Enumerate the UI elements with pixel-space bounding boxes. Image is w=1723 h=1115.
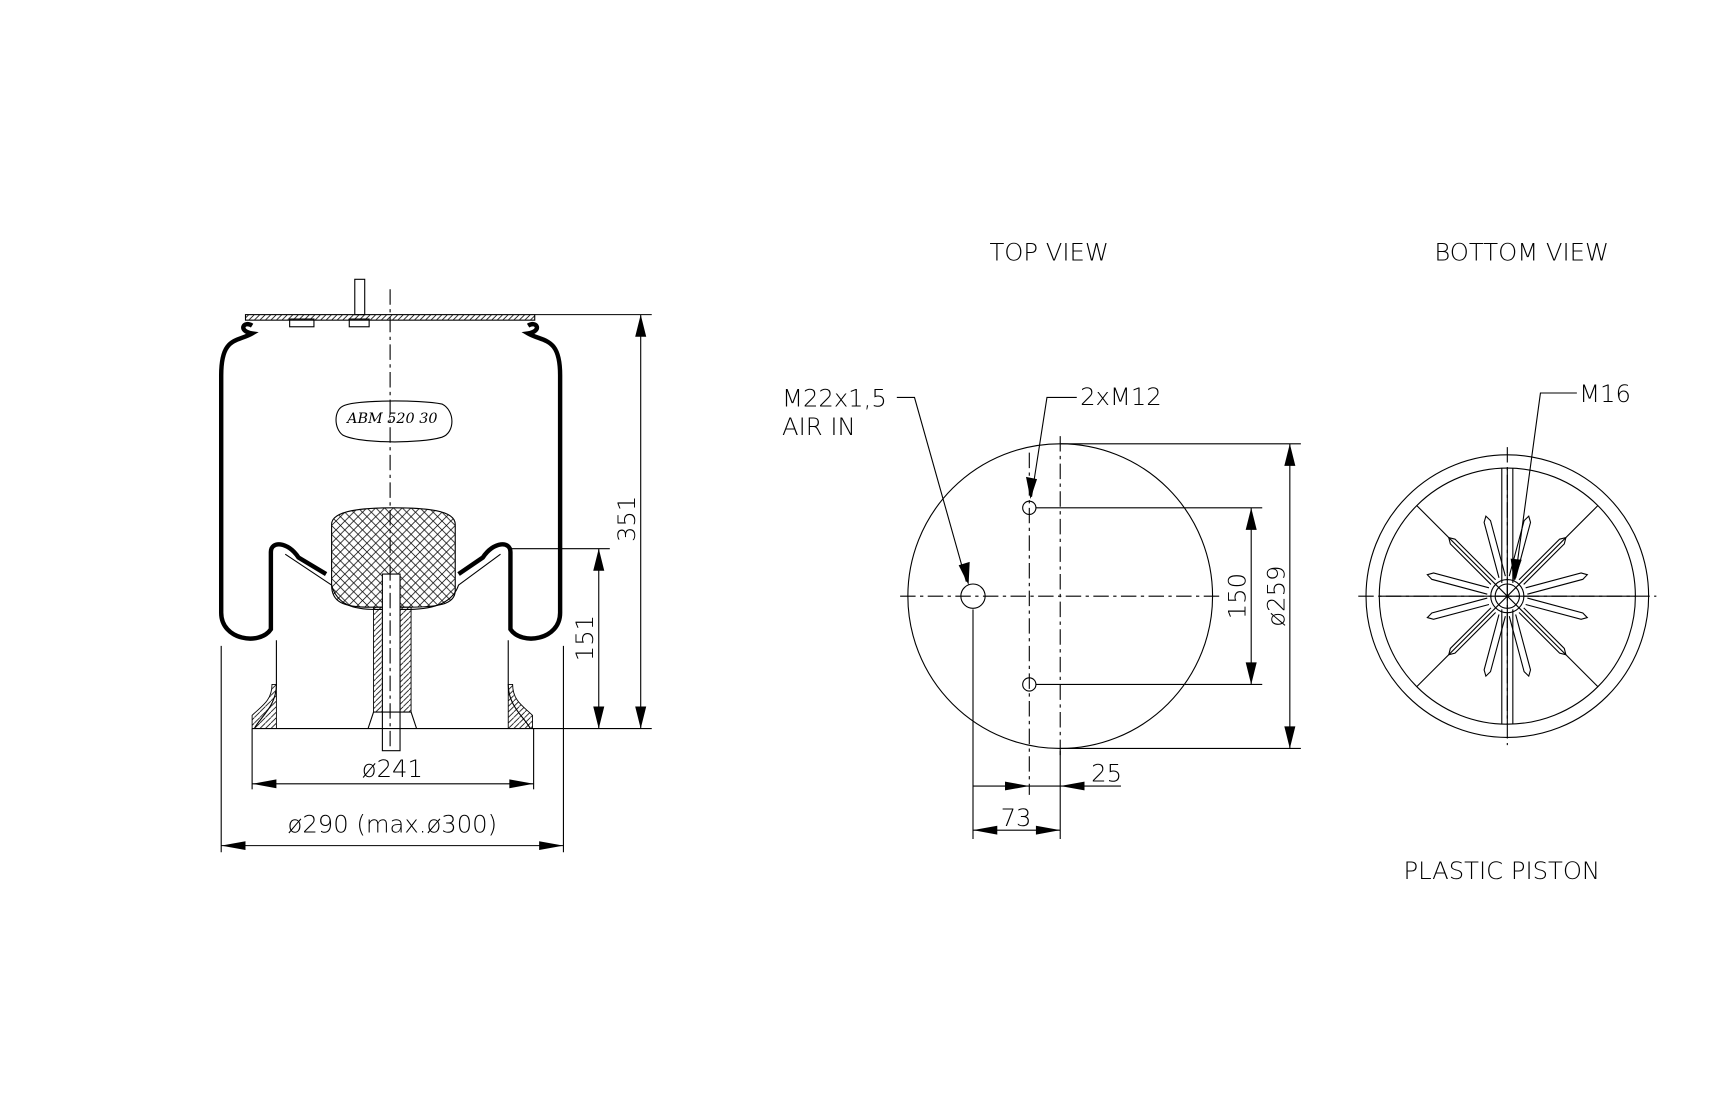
bellows bbox=[218, 322, 563, 641]
star-rib bbox=[1426, 572, 1490, 595]
dim-bolt-spacing: 150 bbox=[1223, 573, 1252, 619]
air-inlet-hole bbox=[960, 583, 986, 609]
star-rib bbox=[1525, 597, 1589, 620]
star-rib bbox=[1448, 536, 1496, 585]
side-view: ABM 520 30 351 151 ø241 ø290 (max.ø300) bbox=[218, 278, 652, 853]
star-rib bbox=[1483, 515, 1506, 578]
part-label-outline bbox=[335, 400, 453, 443]
dim-body-diameter: ø290 (max.ø300) bbox=[288, 809, 498, 838]
plate-bolt bbox=[289, 318, 315, 328]
air-inlet-thread: M22x1,5 bbox=[782, 383, 887, 412]
dim-piston-height: 151 bbox=[570, 615, 599, 661]
bottom-view-title: BOTTOM VIEW bbox=[1434, 238, 1609, 267]
piston-caption: PLASTIC PISTON bbox=[1403, 856, 1600, 885]
bottom-view: BOTTOM VIEW M16 PLASTIC PISTON bbox=[1358, 238, 1657, 885]
top-view-title: TOP VIEW bbox=[989, 238, 1108, 267]
part-label: ABM 520 30 bbox=[345, 411, 437, 427]
star-rib bbox=[1525, 572, 1589, 595]
star-rib bbox=[1518, 607, 1567, 656]
piston-flange-left bbox=[251, 684, 277, 730]
top-view: TOP VIEW M22x1,5 AIR IN 2xM12 150 ø259 2… bbox=[782, 238, 1301, 840]
bump-stop bbox=[331, 507, 456, 608]
dim-bolt-offset: 25 bbox=[1091, 759, 1122, 788]
air-inlet-label: AIR IN bbox=[782, 412, 856, 441]
star-rib bbox=[1508, 515, 1532, 578]
bolt-thread: 2xM12 bbox=[1080, 382, 1162, 411]
star-rib bbox=[1448, 607, 1496, 656]
dim-air-offset: 73 bbox=[1001, 803, 1032, 832]
dim-height: 351 bbox=[612, 496, 641, 542]
dim-top-diameter: ø259 bbox=[1261, 566, 1290, 627]
star-rib bbox=[1426, 597, 1490, 620]
plate-nut bbox=[348, 318, 370, 328]
piston-flange-right bbox=[507, 684, 533, 730]
bottom-thread: M16 bbox=[1579, 379, 1631, 408]
stud-nut bbox=[367, 711, 418, 729]
star-rib bbox=[1483, 614, 1506, 678]
piston-star-ribs bbox=[1426, 515, 1589, 678]
star-rib bbox=[1518, 536, 1567, 585]
air-stud bbox=[354, 278, 366, 316]
center-stud bbox=[381, 573, 401, 752]
star-rib bbox=[1508, 614, 1532, 678]
dim-base-diameter: ø241 bbox=[362, 754, 423, 783]
